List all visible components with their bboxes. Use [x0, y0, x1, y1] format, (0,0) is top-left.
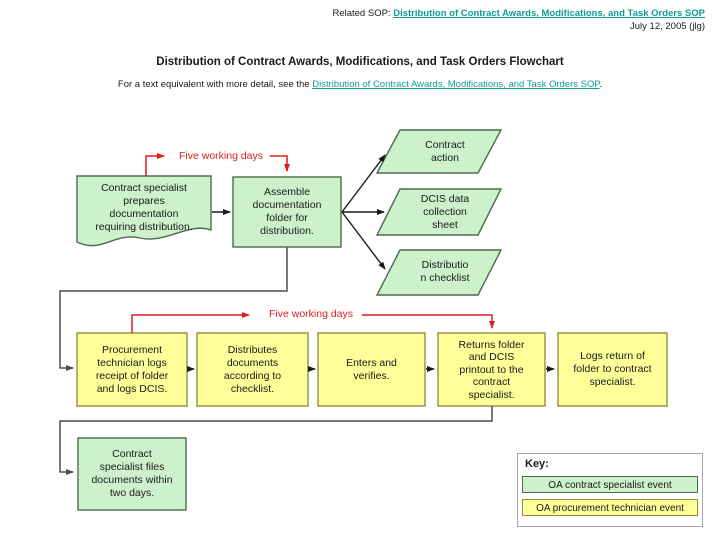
shape-log-receipt-rect	[76, 332, 188, 407]
text-line: n checklist	[420, 272, 470, 284]
red-arrow-top-left-segment	[145, 153, 165, 176]
connector-assemble-to-log-receipt	[59, 247, 288, 371]
five-working-days-top-label: Five working days	[178, 150, 264, 162]
text-line: prepares	[123, 195, 165, 207]
key-box: Key: OA contract specialist event OA pro…	[517, 453, 703, 527]
text-line: verifies.	[353, 369, 390, 382]
shape-enter-verify-rect	[317, 332, 426, 407]
text-line: Returns folder	[458, 338, 525, 351]
node-assemble: Assemble documentation folder for distri…	[237, 181, 337, 243]
text-line: Enters and	[346, 356, 397, 369]
text-line: according to	[223, 369, 282, 382]
related-sop-link[interactable]: Distribution of Contract Awards, Modific…	[393, 8, 705, 19]
text-line: Contract	[112, 448, 152, 460]
node-logs-return: Logs return of folder to contract specia…	[561, 336, 664, 403]
text-line: Logs return of	[580, 350, 645, 362]
subtitle-suffix: .	[599, 79, 603, 90]
node-dist-checklist: Distributio n checklist	[395, 251, 495, 293]
text-line: and logs DCIS.	[96, 382, 168, 395]
shape-logs-return-rect	[557, 332, 668, 407]
shape-distribute-rect	[196, 332, 309, 407]
header: Related SOP: Distribution of Contract Aw…	[332, 8, 705, 33]
text-line: collection	[423, 205, 467, 218]
text-line: Distributes	[227, 343, 278, 356]
node-enter-verify: Enters and verifies.	[321, 336, 422, 403]
text-line: and DCIS	[468, 351, 515, 364]
text-line: folder to contract	[573, 363, 652, 375]
red-arrow-top-right-segment	[270, 155, 290, 172]
text-line: technician logs	[97, 356, 167, 369]
text-line: contract	[472, 376, 511, 389]
shape-files-docs-rect	[77, 437, 187, 511]
node-prepare: Contract specialist prepares documentati…	[82, 180, 206, 236]
node-contract-action: Contract action	[395, 132, 495, 172]
shape-prepare-document	[76, 175, 212, 247]
shape-dcis-sheet-parallelogram	[375, 188, 503, 236]
red-arrow-mid-left-segment	[131, 312, 250, 333]
header-date: July 12, 2005 (jlg)	[630, 20, 705, 32]
key-item-contract-specialist: OA contract specialist event	[522, 476, 698, 493]
arrow-assemble-to-contract-action	[341, 154, 386, 213]
subtitle: For a text equivalent with more detail, …	[0, 79, 720, 90]
text-line: two days.	[109, 487, 155, 499]
text-line: folder for	[266, 212, 308, 224]
text-line: distribution.	[260, 225, 314, 237]
text-line: documentation	[109, 208, 179, 220]
arrow-assemble-to-dist-checklist	[341, 211, 386, 270]
node-files-docs: Contract specialist files documents with…	[81, 440, 183, 508]
text-line: specialist.	[589, 376, 636, 388]
related-sop-label: Related SOP:	[332, 8, 391, 19]
text-line: DCIS data	[420, 192, 470, 205]
page-title: Distribution of Contract Awards, Modific…	[156, 56, 564, 68]
text-line: documentation	[252, 199, 322, 211]
text-line: requiring distribution.	[95, 221, 193, 233]
shape-returns-folder-rect	[437, 332, 546, 407]
key-title: Key:	[525, 458, 549, 470]
text-line: Distributio	[421, 259, 469, 271]
text-line: checklist.	[230, 382, 275, 395]
text-line: documents within	[91, 474, 173, 486]
text-line: Contract	[425, 139, 465, 151]
text-line: documents	[226, 356, 279, 369]
node-dcis-sheet: DCIS data collection sheet	[395, 190, 495, 234]
text-line: sheet	[432, 218, 458, 231]
node-distribute: Distributes documents according to check…	[200, 336, 305, 403]
text-line: specialist.	[468, 388, 515, 401]
shape-dist-checklist-parallelogram	[375, 249, 503, 296]
text-line: Contract specialist	[101, 182, 187, 194]
node-returns-folder: Returns folder and DCIS printout to the …	[441, 335, 542, 405]
node-log-receipt: Procurement technician logs receipt of f…	[80, 336, 184, 403]
text-line: printout to the	[459, 363, 524, 376]
text-line: Assemble	[263, 186, 311, 198]
text-line: Procurement	[101, 343, 163, 356]
key-item-procurement-technician: OA procurement technician event	[522, 499, 698, 516]
five-working-days-mid-label: Five working days	[268, 308, 354, 320]
text-equivalent-link[interactable]: Distribution of Contract Awards, Modific…	[312, 79, 600, 90]
related-sop-line: Related SOP: Distribution of Contract Aw…	[332, 8, 705, 21]
red-arrow-mid-right-segment	[362, 314, 495, 329]
connector-returns-folder-to-files-docs	[59, 406, 493, 475]
subtitle-prefix: For a text equivalent with more detail, …	[117, 79, 313, 90]
text-line: receipt of folder	[95, 369, 169, 382]
text-line: action	[430, 152, 460, 164]
shape-assemble-rect	[232, 176, 342, 248]
text-line: specialist files	[99, 461, 165, 473]
